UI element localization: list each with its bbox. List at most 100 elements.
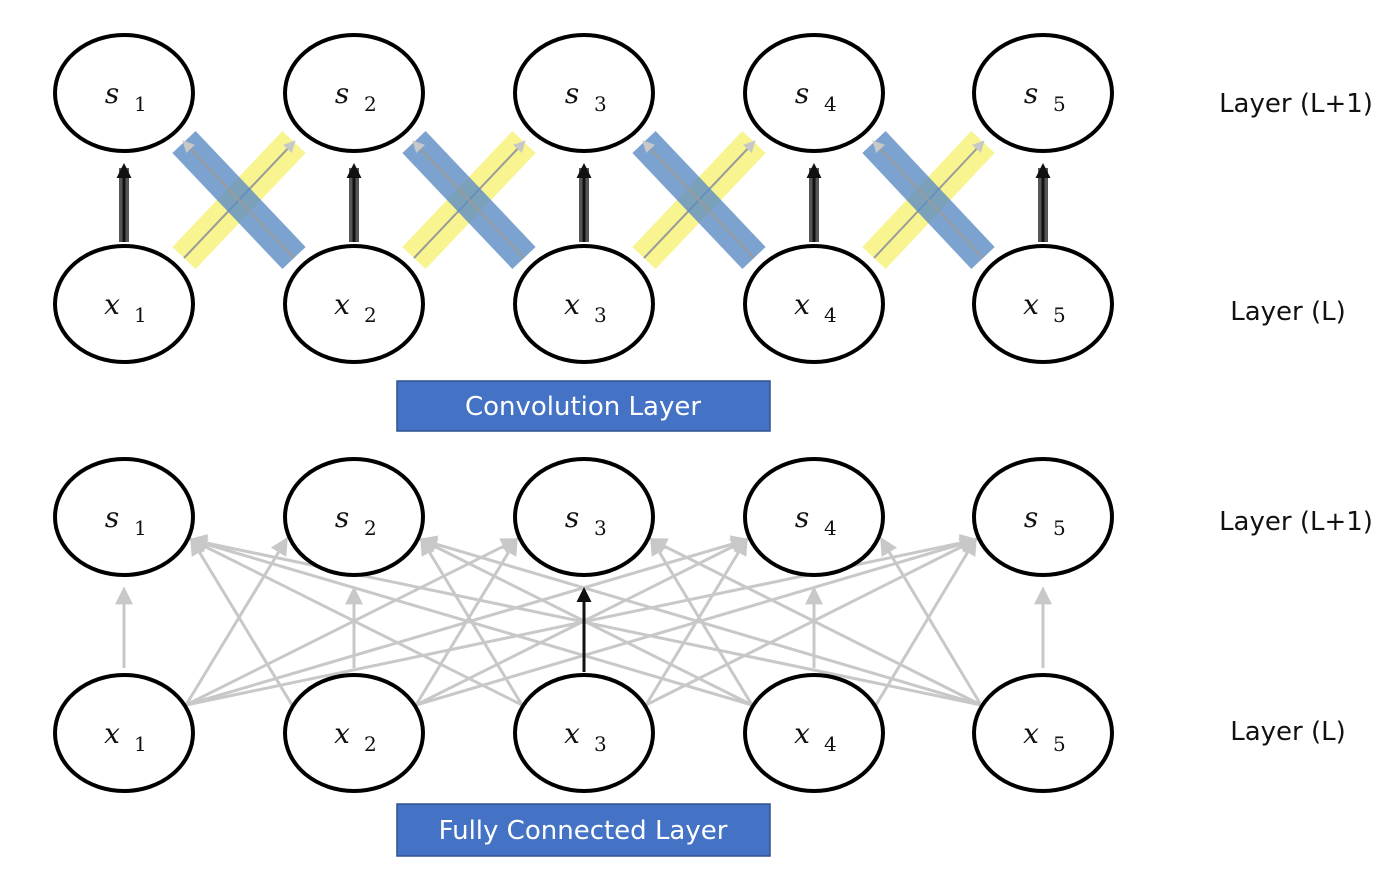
fc-output-node-symbol: s — [565, 501, 579, 534]
conv-input-node-subscript: 4 — [824, 303, 837, 327]
fc-output-node-subscript: 3 — [594, 516, 607, 540]
fc-output-node-circle — [513, 457, 655, 577]
conv-output-node-circle — [513, 33, 655, 153]
fc-edge — [645, 538, 979, 707]
conv-diagonal-arrow — [412, 140, 525, 259]
conv-input-node-subscript: 1 — [134, 303, 147, 327]
conv-input-node-circle — [513, 244, 655, 364]
fc-upper-layer-label: Layer (L+1) — [1219, 507, 1373, 537]
conv-input-node-circle — [743, 244, 885, 364]
fc-edge — [185, 538, 520, 707]
fc-input-node-subscript: 3 — [594, 732, 607, 756]
convolution-edges — [116, 130, 1051, 270]
fc-input-node-symbol: x — [1023, 717, 1039, 750]
fc-edge — [188, 538, 523, 707]
conv-output-node-subscript: 2 — [364, 92, 377, 116]
conv-input-node-circle — [283, 244, 425, 364]
conv-input-node-symbol: x — [1023, 288, 1039, 321]
conv-output-node-subscript: 4 — [824, 92, 837, 116]
conv-input-node-subscript: 2 — [364, 303, 377, 327]
conv-title: Convolution Layer — [465, 392, 701, 422]
fc-output-node-circle — [53, 457, 195, 577]
fc-output-node-subscript: 2 — [364, 516, 377, 540]
conv-diagonal-arrow — [182, 140, 295, 259]
fc-input-node-circle — [513, 673, 655, 793]
fc-input-node-circle — [972, 673, 1114, 793]
conv-input-node-circle — [53, 244, 195, 364]
fc-edge — [880, 536, 983, 706]
fc-output-node-subscript: 5 — [1053, 516, 1066, 540]
conv-output-node-symbol: s — [105, 77, 119, 110]
fc-title: Fully Connected Layer — [439, 816, 728, 846]
fc-input-node-subscript: 1 — [134, 732, 147, 756]
fc-input-node-symbol: x — [334, 717, 350, 750]
conv-output-node-subscript: 1 — [134, 92, 147, 116]
conv-output-node-circle — [53, 33, 195, 153]
fc-edge — [188, 535, 753, 707]
fc-output-node-symbol: s — [105, 501, 119, 534]
conv-input-node-symbol: x — [334, 288, 350, 321]
fc-input-node-symbol: x — [794, 717, 810, 750]
fc-input-node-subscript: 5 — [1053, 732, 1066, 756]
conv-diagonal-arrow — [872, 140, 984, 259]
fc-title-box — [396, 803, 771, 857]
fc-input-node-subscript: 4 — [824, 732, 837, 756]
conv-output-node-subscript: 5 — [1053, 92, 1066, 116]
conv-output-node-symbol: s — [1024, 77, 1038, 110]
fc-output-node-symbol: s — [1024, 501, 1038, 534]
fc-output-node-circle — [972, 457, 1114, 577]
fc-output-node-circle — [743, 457, 885, 577]
conv-output-node-circle — [743, 33, 885, 153]
fc-input-node-circle — [283, 673, 425, 793]
conv-upper-layer-label: Layer (L+1) — [1219, 89, 1373, 119]
conv-input-node-circle — [972, 244, 1114, 364]
fc-output-node-symbol: s — [795, 501, 809, 534]
conv-output-node-symbol: s — [335, 77, 349, 110]
conv-output-node-symbol: s — [795, 77, 809, 110]
conv-input-node-symbol: x — [104, 288, 120, 321]
conv-output-node-symbol: s — [565, 77, 579, 110]
fc-output-node-symbol: s — [335, 501, 349, 534]
fc-lower-layer-label: Layer (L) — [1230, 717, 1346, 747]
conv-lower-layer-label: Layer (L) — [1230, 297, 1346, 327]
fc-input-node-subscript: 2 — [364, 732, 377, 756]
conv-output-node-circle — [283, 33, 425, 153]
fc-output-node-subscript: 4 — [824, 516, 837, 540]
fc-edge — [418, 535, 982, 707]
conv-output-node-circle — [972, 33, 1114, 153]
conv-input-node-symbol: x — [794, 288, 810, 321]
conv-diagonal-arrow — [642, 140, 755, 259]
fc-edge — [414, 536, 518, 706]
conv-input-node-subscript: 3 — [594, 303, 607, 327]
fc-input-node-symbol: x — [564, 717, 580, 750]
conv-title-box — [396, 380, 771, 432]
fc-edge — [648, 538, 982, 707]
conv-input-node-symbol: x — [564, 288, 580, 321]
fully-connected-edges — [115, 534, 1052, 707]
fc-input-node-circle — [53, 673, 195, 793]
fc-edge — [190, 536, 294, 706]
